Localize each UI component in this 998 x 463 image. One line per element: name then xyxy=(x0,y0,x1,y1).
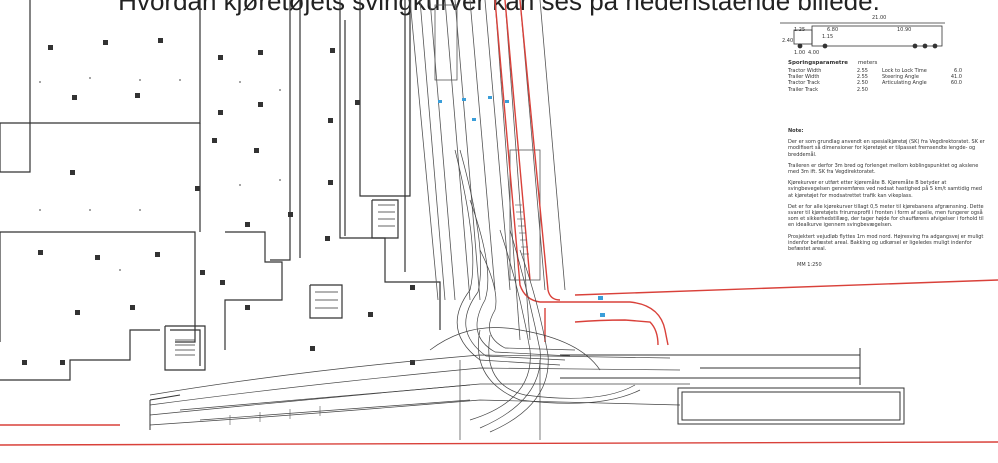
cyan-markers xyxy=(438,96,605,317)
swept-path-curves xyxy=(149,149,690,440)
dim-label: 1.25 xyxy=(794,27,806,33)
dim-label: 10.90 xyxy=(897,27,912,33)
property-lines xyxy=(0,0,998,446)
note-paragraph: Traileren er derfor 3m bred og forlenget… xyxy=(788,162,979,176)
page-caption: Hvordan kjøretøjets svingkurver kan ses … xyxy=(118,0,880,16)
dim-label: 6.80 xyxy=(827,27,839,33)
scale-label: MM 1:250 xyxy=(797,262,822,268)
dim-label: 4.00 xyxy=(808,50,820,56)
road-corridor xyxy=(409,0,566,341)
dim-label: 1.00 xyxy=(794,50,806,56)
dim-label: 21.00 xyxy=(872,15,887,21)
params-unit: meters xyxy=(857,60,878,66)
road-markings xyxy=(229,204,529,425)
dim-label: 1.15 xyxy=(822,34,834,40)
note-paragraph: Kjørekurver er utført etter kjøremåte B.… xyxy=(788,180,982,199)
dim-label: 2.40 xyxy=(782,38,794,44)
params-title: Sporingsparametre xyxy=(788,60,849,66)
lower-right-structures xyxy=(149,348,905,430)
note-title: Note: xyxy=(788,128,804,134)
note-paragraph: Prosjektert vejudløb flyttes 1m mod nord… xyxy=(788,233,984,253)
stairs xyxy=(175,204,395,356)
building-grid-dots xyxy=(39,77,281,271)
note-paragraph: Det er for alle kjørekurver tillagt 0,5 … xyxy=(788,203,984,229)
note-paragraph: Der er som grundlag anvendt en spesialkj… xyxy=(788,139,985,158)
building-outline xyxy=(0,0,441,381)
building-columns xyxy=(22,38,415,365)
notes-block: Note: Der er som grundlag anvendt en spe… xyxy=(788,128,988,252)
vehicle-diagram xyxy=(780,22,945,49)
